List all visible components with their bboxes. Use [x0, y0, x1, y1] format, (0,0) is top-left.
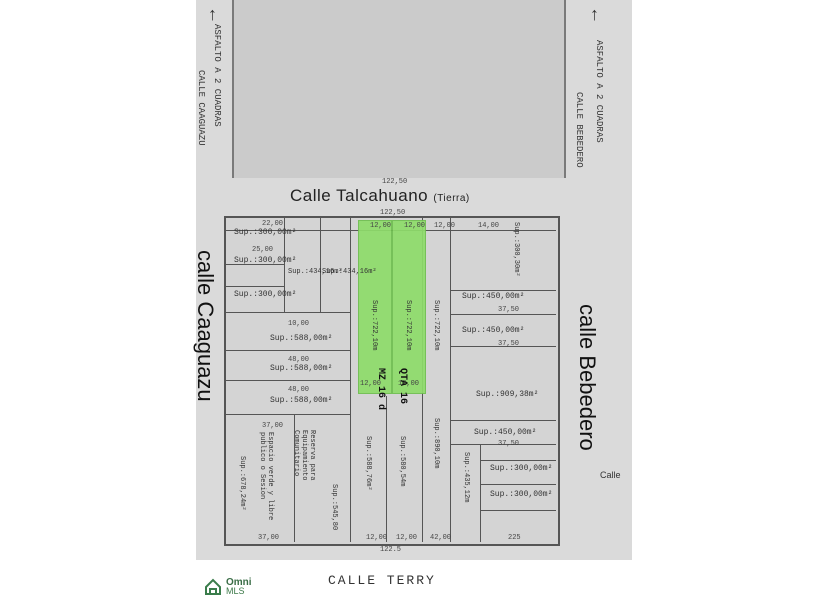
lot-line [480, 484, 556, 485]
lot-label[interactable]: Sup.:450,00m² [462, 326, 525, 335]
arrow-up-icon-right: ↑ [590, 4, 599, 24]
highlighted-lot-a[interactable] [358, 220, 392, 394]
lot-line [450, 444, 556, 445]
lot-label[interactable]: Sup.:435,12m [462, 452, 470, 503]
lot-line [450, 346, 556, 347]
lot-line [450, 420, 556, 421]
quinta-label: QTA 16 [397, 368, 408, 405]
lot-line [224, 380, 350, 381]
lot-label[interactable]: Sup.:580,54m [398, 436, 406, 487]
arrow-up-icon-left: ↑ [208, 4, 217, 24]
dimension-label: 225 [508, 534, 521, 542]
lot-label[interactable]: Sup.:890,10m [432, 418, 440, 469]
logo-text: Omni MLS [226, 578, 252, 596]
dimension-label: 37,50 [498, 306, 520, 314]
lot-label[interactable]: Sup.:722,10m [370, 300, 378, 351]
top-dimension-inner: 122,50 [380, 209, 406, 217]
lot-line [224, 350, 350, 351]
north-block [232, 0, 566, 178]
top-dimension: 122,50 [382, 178, 408, 186]
lot-line [386, 396, 387, 542]
lot-label[interactable]: Sup.:300,00m² [234, 228, 297, 237]
lot-line [284, 216, 285, 312]
dimension-label: 12,00 [366, 534, 388, 542]
dimension-label: 37,50 [498, 440, 520, 448]
street-north-name: Calle Talcahuano [290, 186, 429, 205]
dimension-label: 48,00 [288, 386, 310, 394]
street-south: CALLE TERRY [328, 573, 436, 588]
reserve-note: Reserva para Equipamiento Comunitario [292, 430, 316, 481]
dimension-label: 37,00 [258, 534, 280, 542]
lot-line [480, 510, 556, 511]
lot-label[interactable]: Sup.:300,00m² [234, 290, 297, 299]
dimension-label: 12,00 [404, 222, 426, 230]
lot-line [450, 290, 556, 291]
lot-label[interactable]: Sup.:588,00m² [270, 396, 333, 405]
street-west: calle Caaguazu [193, 250, 218, 402]
bottom-dimension: 122.5 [380, 546, 402, 554]
street-east: calle Bebedero [575, 304, 600, 451]
highlighted-lot-b[interactable] [392, 220, 426, 394]
house-logo-icon [205, 578, 221, 595]
dimension-label: 14,00 [478, 222, 500, 230]
lot-line [450, 314, 556, 315]
lot-label[interactable]: Sup.:300,00m² [234, 256, 297, 265]
dimension-label: 37,00 [262, 422, 284, 430]
lot-label[interactable]: Sup.:300,00m² [490, 490, 553, 499]
road-right-note: ASFALTO A 2 CUADRAS [594, 40, 604, 143]
road-left-name: CALLE CAAGUAZU [196, 70, 206, 146]
lot-label[interactable]: Sup.:722,10m [404, 300, 412, 351]
omni-mls-logo: Omni MLS [204, 578, 252, 596]
lot-label[interactable]: Sup.:450,00m² [462, 292, 525, 301]
lot-label[interactable]: Sup.:434,16m² [322, 268, 377, 276]
lot-line [480, 460, 556, 461]
street-east-small: Calle [600, 470, 621, 480]
lot-line [480, 444, 481, 542]
road-left-note: ASFALTO A 2 CUADRAS [212, 24, 222, 127]
brand-sub: MLS [226, 586, 245, 596]
lot-label[interactable]: Sup.:450,00m² [474, 428, 537, 437]
dimension-label: 12,00 [398, 380, 420, 388]
road-right-name: CALLE BEBEDERO [574, 92, 584, 168]
lot-line [224, 286, 284, 287]
lot-label[interactable]: Sup.:588,00m² [270, 334, 333, 343]
manzana-label: MZ 16 d [375, 368, 386, 411]
street-north-note: (Tierra) [433, 193, 470, 204]
street-north: Calle Talcahuano (Tierra) [290, 186, 470, 206]
dimension-label: 42,00 [430, 534, 452, 542]
lot-line [224, 264, 284, 265]
dimension-label: 10,00 [288, 320, 310, 328]
lot-label[interactable]: Sup.:545,80 [330, 484, 338, 531]
lot-line [350, 216, 351, 542]
dimension-label: 12,00 [360, 380, 382, 388]
lot-label[interactable]: Sup.:300,30m² [512, 222, 520, 277]
lot-line [450, 216, 451, 542]
lot-line [224, 414, 350, 415]
lot-label[interactable]: Sup.:434,16m² [288, 268, 343, 276]
brand-name: Omni [226, 577, 252, 588]
dimension-label: 12,00 [396, 534, 418, 542]
dimension-label: 48,00 [288, 356, 310, 364]
lot-label[interactable]: Sup.:588,00m² [270, 364, 333, 373]
lot-line [320, 216, 321, 312]
green-space-note: Espacio verde y libre publico o Sesion [258, 432, 274, 521]
lot-label[interactable]: Sup.:722,10m [432, 300, 440, 351]
lot-label[interactable]: Sup.:300,00m² [490, 464, 553, 473]
dimension-label: 12,00 [434, 222, 456, 230]
lot-label[interactable]: Sup.:678,24m² [238, 456, 246, 511]
lot-label[interactable]: Sup.:909,38m² [476, 390, 539, 399]
dimension-label: 12,00 [370, 222, 392, 230]
dimension-label: 25,00 [252, 246, 274, 254]
lot-label[interactable]: Sup.:588,76m² [364, 436, 372, 491]
lot-line [224, 312, 350, 313]
dimension-label: 22,00 [262, 220, 284, 228]
dimension-label: 37,50 [498, 340, 520, 348]
lot-line [294, 414, 295, 542]
